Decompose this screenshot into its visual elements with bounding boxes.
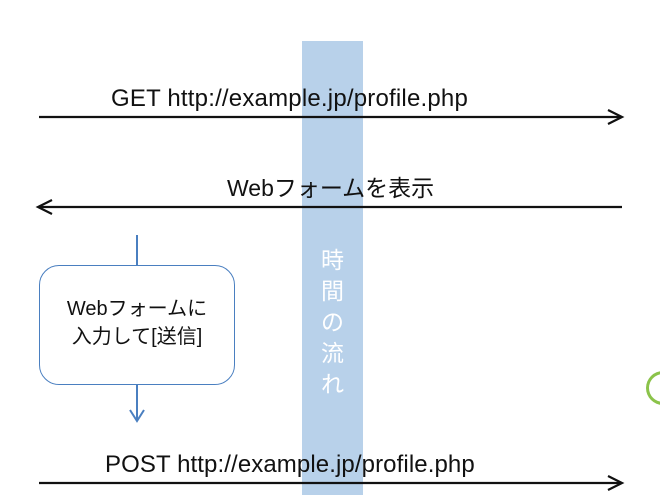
user-action-label: Webフォームに 入力して[送信] — [39, 295, 235, 351]
web-form-response-arrow — [35, 199, 622, 215]
post-request-label: POST http://example.jp/profile.php — [105, 451, 475, 478]
time-flow-char-5: れ — [321, 372, 344, 398]
time-flow-char-2: 間 — [321, 279, 344, 305]
time-flow-char-1: 時 — [321, 248, 344, 274]
user-action-box — [39, 265, 235, 385]
get-request-label: GET http://example.jp/profile.php — [111, 85, 469, 112]
web-form-response-label: Webフォームを表示 — [227, 175, 435, 201]
user-action-line-1: Webフォームに — [66, 298, 208, 320]
user-action-line-2: 入力して[送信] — [71, 326, 203, 348]
user-action-connector — [129, 235, 145, 423]
time-flow-char-3: の — [321, 310, 344, 336]
time-flow-label: 時 間 の 流 れ — [302, 246, 363, 401]
post-request-arrow — [39, 475, 625, 491]
time-flow-char-4: 流 — [321, 341, 344, 367]
get-request-arrow — [39, 109, 625, 125]
